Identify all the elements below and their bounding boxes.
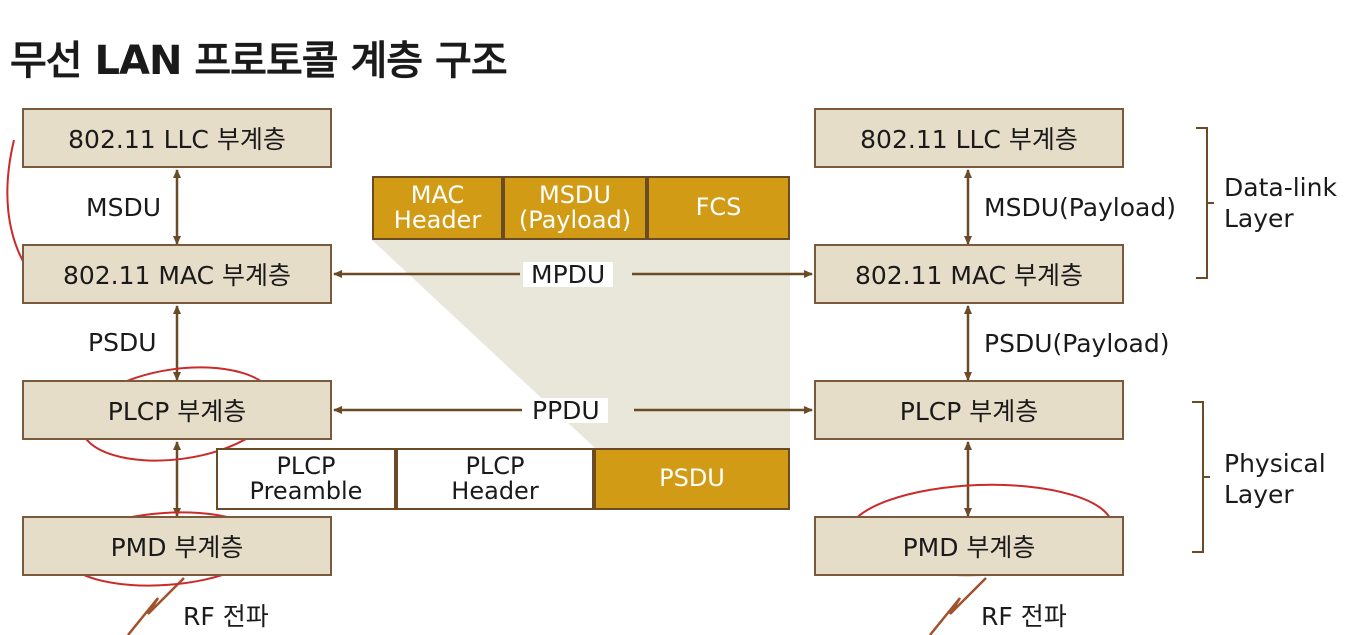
- left-pmd-box: PMD 부계층: [22, 516, 332, 576]
- annotation-left-margin-stroke: [6, 139, 29, 271]
- left-mac-box: 802.11 MAC 부계층: [22, 244, 332, 304]
- left-rf-bolt-icon: [127, 577, 185, 635]
- right-llc-box: 802.11 LLC 부계층: [814, 108, 1124, 168]
- mpdu-projection-shade: [372, 240, 790, 448]
- mac-frame: MAC Header MSDU (Payload) FCS: [372, 176, 790, 240]
- page-title: 무선 LAN 프로토콜 계층 구조: [10, 38, 508, 84]
- ppdu-frame-header-field: PLCP Header: [396, 448, 594, 510]
- ppdu-frame: PLCP Preamble PLCP Header PSDU: [216, 448, 790, 510]
- right-msdu-label: MSDU(Payload): [984, 193, 1176, 222]
- left-plcp-box: PLCP 부계층: [22, 380, 332, 440]
- mac-frame-header-field: MAC Header: [372, 176, 503, 240]
- left-psdu-label: PSDU: [88, 328, 157, 357]
- right-rf-label: RF 전파: [981, 602, 1067, 631]
- right-psdu-label: PSDU(Payload): [984, 329, 1170, 358]
- physical-bracket: [1192, 401, 1210, 553]
- mac-frame-payload-field: MSDU (Payload): [503, 176, 647, 240]
- datalink-bracket: [1196, 127, 1214, 279]
- datalink-layer-label: Data-link Layer: [1224, 173, 1337, 234]
- left-llc-box: 802.11 LLC 부계층: [22, 108, 332, 168]
- ppdu-label: PPDU: [524, 398, 608, 423]
- physical-layer-label: Physical Layer: [1224, 449, 1326, 510]
- right-rf-bolt-icon: [929, 577, 987, 635]
- right-plcp-box: PLCP 부계층: [814, 380, 1124, 440]
- right-mac-box: 802.11 MAC 부계층: [814, 244, 1124, 304]
- mpdu-label: MPDU: [523, 262, 614, 287]
- mac-frame-fcs-field: FCS: [647, 176, 790, 240]
- left-msdu-label: MSDU: [86, 193, 161, 222]
- ppdu-frame-preamble-field: PLCP Preamble: [216, 448, 396, 510]
- ppdu-frame-psdu-field: PSDU: [594, 448, 790, 510]
- right-pmd-box: PMD 부계층: [814, 516, 1124, 576]
- left-rf-label: RF 전파: [183, 602, 269, 631]
